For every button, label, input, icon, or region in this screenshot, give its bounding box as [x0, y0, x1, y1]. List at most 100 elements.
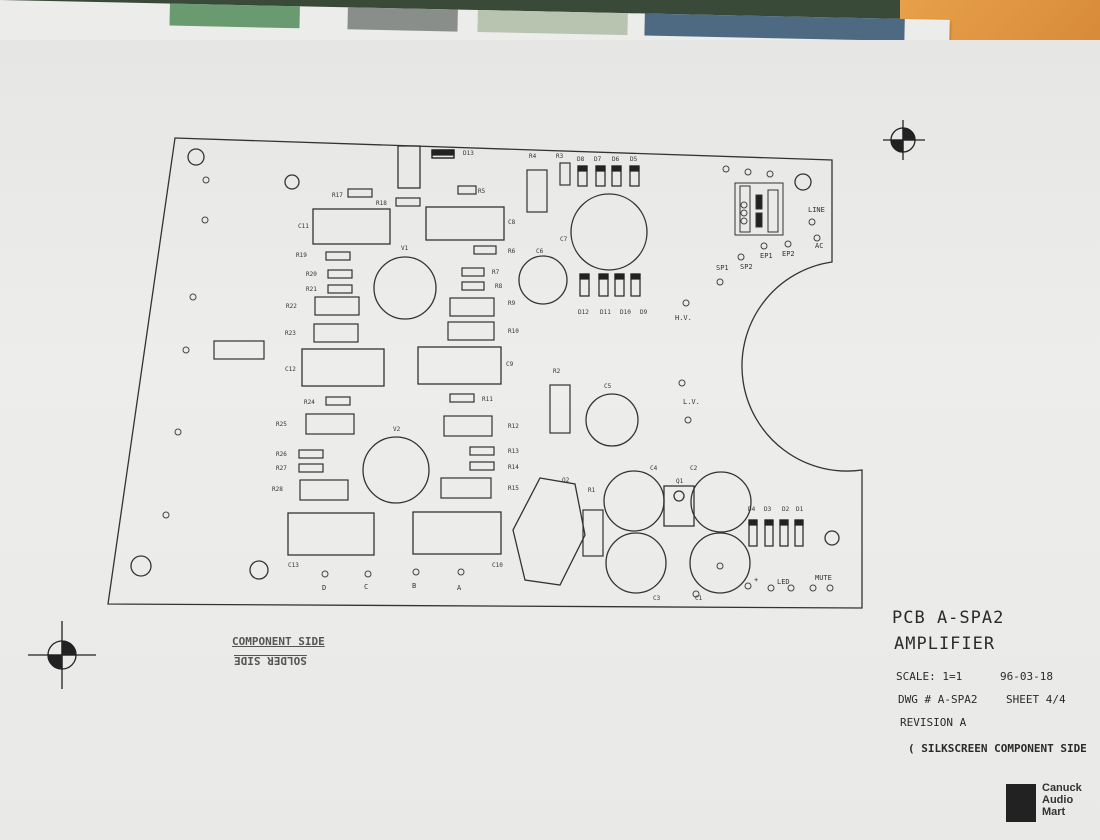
component-label: D7 — [594, 156, 602, 163]
logo-line: Audio — [1042, 794, 1074, 806]
board-outline — [107, 137, 863, 609]
diode-band — [748, 519, 758, 526]
component-label: R8 — [495, 283, 503, 290]
pad — [202, 176, 210, 184]
watermark-logo: Canuck Audio Mart — [1006, 782, 1100, 825]
component-label: R11 — [482, 396, 493, 403]
connector-label: SP1 — [716, 264, 729, 272]
resistor-r20 — [327, 269, 353, 279]
diode-band — [614, 273, 625, 280]
component-label: Q2 — [562, 477, 570, 484]
resistor-r22 — [314, 296, 360, 316]
component-label: R22 — [286, 303, 297, 310]
capacitor-c12 — [301, 348, 385, 387]
resistor-r19 — [325, 251, 351, 261]
pad — [826, 584, 834, 592]
connector-label: EP1 — [760, 252, 773, 260]
diode-band — [629, 165, 640, 172]
component-label: C7 — [560, 236, 568, 243]
component-label: C5 — [604, 383, 612, 390]
connector-label: LED — [777, 578, 790, 586]
capacitor-c11 — [312, 208, 391, 245]
connector-label: B — [412, 582, 416, 590]
component-label: C6 — [536, 248, 544, 255]
component-label: R19 — [296, 252, 307, 259]
mounting-hole — [824, 530, 840, 546]
mounting-hole — [284, 174, 300, 190]
silkscreen-note: ( SILKSCREEN COMPONENT SIDE — [908, 742, 1087, 755]
pad — [189, 293, 197, 301]
connector-label: L.V. — [683, 398, 700, 406]
component-label: R15 — [508, 485, 519, 492]
pad — [692, 590, 700, 598]
component-label: C9 — [506, 361, 514, 368]
valve-v2 — [362, 436, 430, 504]
pad — [766, 170, 774, 178]
component-label: R5 — [478, 188, 486, 195]
resistor-r8 — [461, 281, 485, 291]
component-label: D8 — [577, 156, 585, 163]
pad — [740, 201, 748, 209]
capacitor-c9 — [417, 346, 502, 385]
resistor-r6 — [473, 245, 497, 255]
pad — [182, 346, 190, 354]
resistor-r2 — [549, 384, 571, 434]
mounting-hole — [130, 555, 152, 577]
pad — [740, 209, 748, 217]
component-label: R13 — [508, 448, 519, 455]
resistor-r17 — [347, 188, 373, 198]
pad — [684, 416, 692, 424]
component-label: Q1 — [676, 478, 684, 485]
diode-band — [595, 165, 606, 172]
transistor-q2 — [512, 477, 586, 586]
resistor-r23 — [313, 323, 359, 343]
diode-band — [630, 273, 641, 280]
component-label: C2 — [690, 465, 698, 472]
pad — [744, 168, 752, 176]
component-label: R21 — [306, 286, 317, 293]
pad-sp1 — [716, 278, 724, 286]
component-label: R2 — [553, 368, 561, 375]
resistor-r26 — [298, 449, 324, 459]
resistor-r14 — [469, 461, 495, 471]
pad-ep1 — [760, 242, 768, 250]
resistor-r3 — [559, 162, 571, 186]
resistor-r28 — [299, 479, 349, 501]
component-label: D5 — [630, 156, 638, 163]
component-label: R4 — [529, 153, 537, 160]
capacitor-c6 — [518, 255, 568, 305]
connector-label: C — [364, 583, 368, 591]
component-label: R23 — [285, 330, 296, 337]
resistor-r12 — [443, 415, 493, 437]
pad — [716, 562, 724, 570]
component-label: R25 — [276, 421, 287, 428]
component-label: R24 — [304, 399, 315, 406]
drawing-title: PCB A-SPA2 — [892, 608, 1005, 628]
resistor-r18 — [395, 197, 421, 207]
resistor-r4 — [526, 169, 548, 213]
logo-line: Mart — [1042, 806, 1066, 818]
resistor-r5 — [457, 185, 477, 195]
diode-band — [579, 273, 590, 280]
resistor-r24 — [325, 396, 351, 406]
registration-mark — [28, 621, 96, 689]
resistor-r7 — [461, 267, 485, 277]
component-side-label: COMPONENT SIDE — [232, 635, 325, 648]
component-label: D9 — [640, 309, 648, 316]
pad — [740, 217, 748, 225]
component-label: R6 — [508, 248, 516, 255]
capacitor-c10 — [412, 511, 502, 555]
resistor-r10 — [447, 321, 495, 341]
component-label: C11 — [298, 223, 309, 230]
component-label: R3 — [556, 153, 564, 160]
drawing-number: DWG # A-SPA2 — [898, 693, 978, 706]
component-label: D13 — [463, 150, 474, 157]
component-label: D11 — [600, 309, 611, 316]
diode-band — [598, 273, 609, 280]
connector-label: MUTE — [815, 574, 832, 582]
component-label: D12 — [578, 309, 589, 316]
connector-label: A — [457, 584, 462, 592]
component-label: C1 — [695, 595, 703, 602]
component-label: C3 — [653, 595, 661, 602]
